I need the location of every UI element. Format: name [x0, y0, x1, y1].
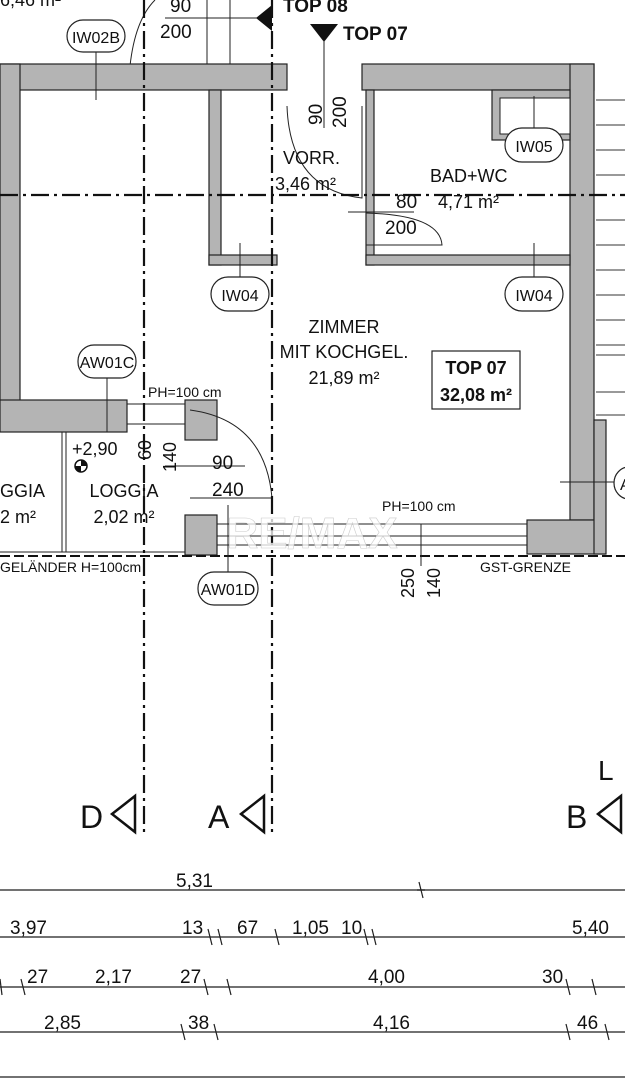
grid-axes [0, 0, 625, 832]
dim-row3-4: 30 [542, 967, 563, 988]
top07-label: TOP 07 [343, 24, 408, 45]
neighbor-top08 [129, 0, 338, 128]
level-mark: +2,90 [72, 439, 118, 459]
dim-row4-3: 46 [577, 1013, 598, 1034]
top07-arrow-icon [310, 24, 338, 42]
dim-row4-2: 4,16 [373, 1013, 410, 1034]
level-symbol-icon [74, 459, 88, 473]
partial-area-label: 6,46 m² [0, 0, 61, 10]
sill-60: 60 [135, 440, 155, 460]
tag-a: A [620, 477, 625, 494]
entry-door-width: 90 [306, 104, 327, 125]
windows [0, 99, 625, 557]
dim-row3-0: 27 [27, 967, 48, 988]
bad-door-height: 200 [385, 218, 417, 239]
entry-door-height: 200 [330, 96, 351, 128]
wall-tags: IW02B IW05 IW04 IW04 AW01C AW01D A [66, 19, 625, 606]
dim-row2-4: 10 [341, 918, 362, 939]
section-b-label: B [566, 799, 587, 835]
dim-row3-1: 2,17 [95, 967, 132, 988]
section-a-label: A [208, 799, 230, 835]
dimension-lines: 5,31 3,97 13 67 1,05 10 5,40 27 2,17 27 … [0, 871, 625, 1078]
room-zimmer-name: ZIMMER [309, 317, 380, 337]
tag-iw04-right: IW04 [515, 288, 552, 305]
room-loggia-name: LOGGIA [89, 481, 158, 501]
unit-area: 32,08 m² [440, 385, 512, 405]
bad-door-width: 80 [396, 192, 417, 213]
tag-iw02b: IW02B [72, 30, 120, 47]
room-vorr-area: 3,46 m² [275, 174, 336, 194]
plot-boundary-label: GST-GRENZE [480, 559, 571, 575]
top08-label: TOP 08 [283, 0, 348, 17]
unit-box: TOP 07 32,08 m² [431, 350, 521, 410]
sill-140: 140 [160, 442, 180, 472]
room-zimmer-name2: MIT KOCHGEL. [280, 342, 409, 362]
section-d-label: D [80, 799, 103, 835]
room-loggia-left-name: GGIA [0, 481, 45, 501]
room-loggia-left-area: 2 m² [0, 507, 36, 527]
dim-row1-0: 5,31 [176, 871, 213, 892]
section-markers: D A B L [80, 755, 623, 835]
section-l-label: L [598, 755, 614, 786]
section-a-arrow-icon [238, 793, 266, 835]
tag-iw04-left: IW04 [221, 288, 258, 305]
unit-name: TOP 07 [445, 358, 506, 378]
window-dim-140: 140 [424, 568, 444, 598]
dim-row2-3: 1,05 [292, 918, 329, 939]
room-bad-name: BAD+WC [430, 166, 508, 186]
room-vorr-name: VORR. [283, 148, 340, 168]
loggia-door-width: 90 [212, 453, 233, 474]
section-d-arrow-icon [109, 793, 137, 835]
section-b-arrow-icon [595, 793, 623, 835]
railing-note: GELÄNDER H=100cm [0, 559, 141, 575]
tag-aw01c: AW01C [80, 355, 135, 372]
dim-row3-2: 27 [180, 967, 201, 988]
walls [0, 63, 607, 556]
loggia-door-height: 240 [212, 480, 244, 501]
tag-aw01d: AW01D [201, 582, 256, 599]
doors [165, 105, 443, 499]
dim-row3-3: 4,00 [368, 967, 405, 988]
window-dim-250: 250 [398, 568, 418, 598]
top08-arrow-icon [256, 5, 272, 31]
parapet-height-2: PH=100 cm [382, 498, 456, 514]
door-top-width: 90 [170, 0, 191, 17]
dim-row4-0: 2,85 [44, 1013, 81, 1034]
dim-row2-2: 67 [237, 918, 258, 939]
dim-row2-0: 3,97 [10, 918, 47, 939]
watermark-logo: RE/MAX [226, 509, 397, 558]
door-dims: 90 200 80 200 90 240 [212, 96, 417, 501]
room-loggia-area: 2,02 m² [93, 507, 154, 527]
room-bad-area: 4,71 m² [438, 192, 499, 212]
dim-row4-1: 38 [188, 1013, 209, 1034]
tag-iw05: IW05 [515, 139, 552, 156]
parapet-height-1: PH=100 cm [148, 384, 222, 400]
door-top-height: 200 [160, 22, 192, 43]
room-zimmer-area: 21,89 m² [308, 368, 379, 388]
dim-row2-5: 5,40 [572, 918, 609, 939]
dim-row2-1: 13 [182, 918, 203, 939]
